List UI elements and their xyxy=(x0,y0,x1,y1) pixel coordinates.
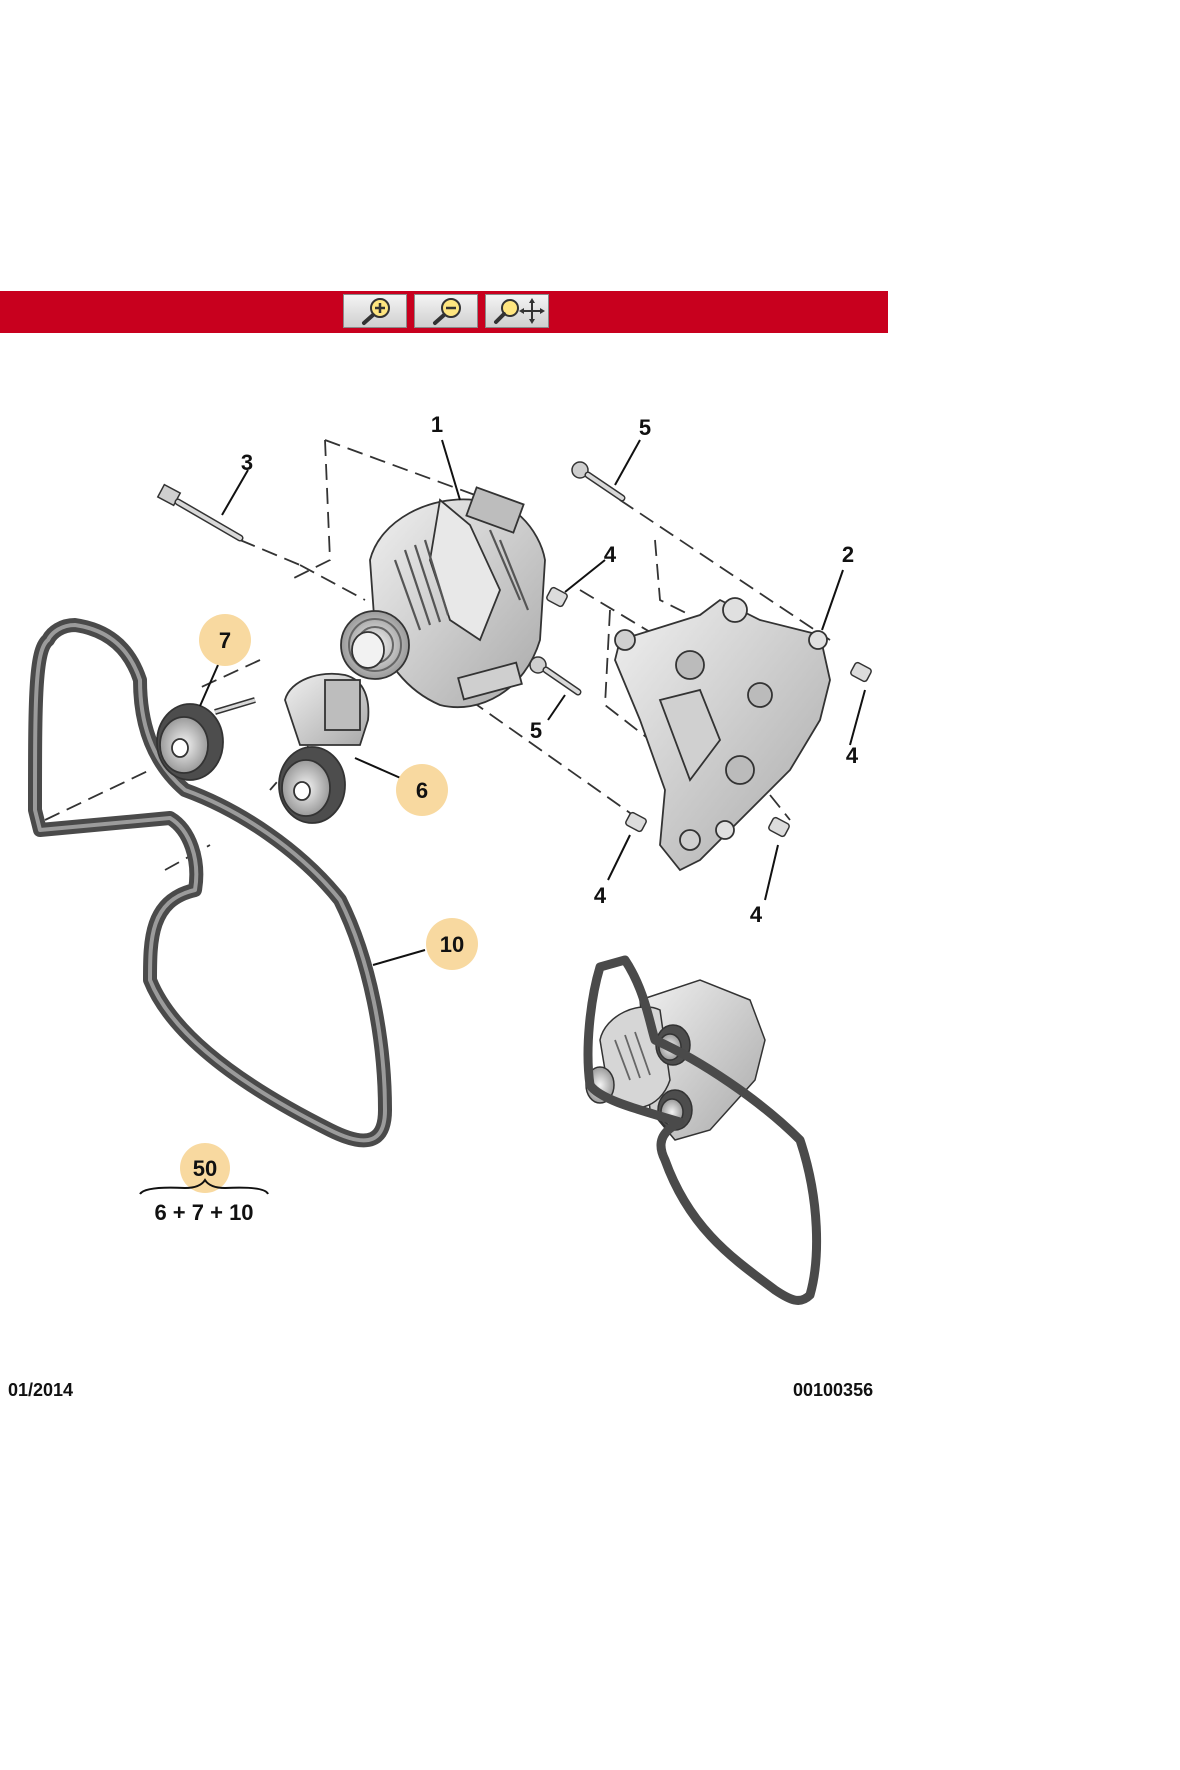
callout-5-lower: 5 xyxy=(530,718,542,743)
highlight-7 xyxy=(199,614,251,666)
callout-6: 6 xyxy=(416,778,428,803)
callout-10: 10 xyxy=(440,932,464,957)
callout-5-top: 5 xyxy=(639,415,651,440)
dowel-pins-4 xyxy=(546,586,872,838)
highlight-10 xyxy=(426,918,478,970)
callout-4-bottom-right: 4 xyxy=(750,902,763,927)
bolt-3 xyxy=(156,483,244,542)
bolt-5-top xyxy=(571,461,626,502)
highlight-6 xyxy=(396,764,448,816)
zoom-in-button[interactable] xyxy=(343,294,407,328)
diagram-code: 00100356 xyxy=(793,1380,874,1400)
zoom-pan-icon xyxy=(494,298,545,324)
zoom-in-icon xyxy=(362,298,390,325)
callout-4-right: 4 xyxy=(846,743,859,768)
zoom-pan-button[interactable] xyxy=(485,294,549,328)
idler-pulley-7 xyxy=(156,697,256,781)
callout-1: 1 xyxy=(431,412,443,437)
drive-belt-10 xyxy=(28,618,392,1148)
callout-labels: 1 2 3 4 4 4 4 5 5 6 7 10 50 xyxy=(193,412,859,1181)
callout-3: 3 xyxy=(241,450,253,475)
callout-7: 7 xyxy=(219,628,231,653)
highlight-50 xyxy=(180,1143,230,1193)
leader-lines xyxy=(199,439,866,966)
zoom-out-button[interactable] xyxy=(414,294,478,328)
callout-4-top: 4 xyxy=(604,542,617,567)
callout-50: 50 xyxy=(193,1156,217,1181)
diagram-toolbar xyxy=(0,291,888,333)
kit-formula: 6 + 7 + 10 xyxy=(154,1200,253,1225)
kit-group: 6 + 7 + 10 xyxy=(139,1178,269,1225)
belt-tensioner-6 xyxy=(278,672,370,824)
mounting-bracket-2 xyxy=(614,597,831,872)
zoom-out-icon xyxy=(433,298,461,325)
diagram-date: 01/2014 xyxy=(8,1380,74,1400)
alternator-1 xyxy=(340,486,546,709)
callout-2: 2 xyxy=(842,542,854,567)
assembled-view-inset xyxy=(583,955,822,1305)
highlight-markers xyxy=(180,614,478,1193)
bolt-5-lower xyxy=(529,656,582,696)
callout-4-bottom-left: 4 xyxy=(594,883,607,908)
